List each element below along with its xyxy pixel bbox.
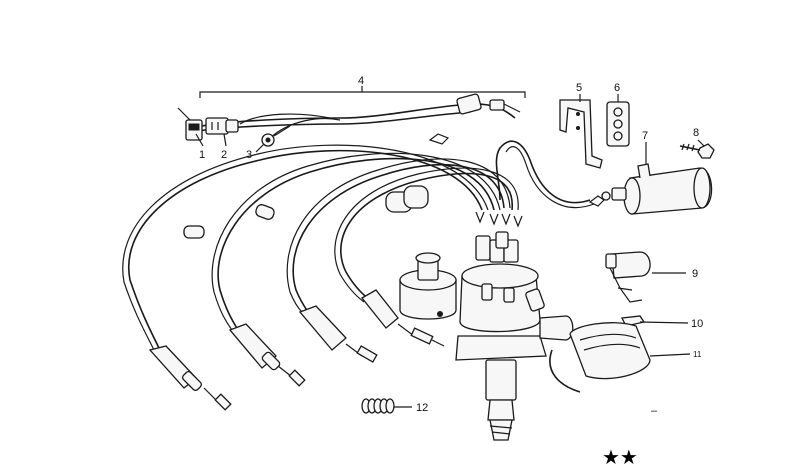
callout-7: 7 xyxy=(642,130,648,142)
callout-6: 6 xyxy=(614,82,620,94)
harness-bracket-line xyxy=(199,86,526,98)
spark-plug-lead-3[interactable] xyxy=(286,158,511,363)
distributor[interactable] xyxy=(455,231,581,441)
footer-stars: ★★ xyxy=(602,445,638,469)
distributor-lead-terminals[interactable] xyxy=(475,211,523,228)
spring-part-12[interactable] xyxy=(361,398,395,414)
connector-part-1[interactable] xyxy=(177,107,203,141)
condenser-part-9[interactable] xyxy=(605,251,651,303)
ring-terminal-part-3[interactable] xyxy=(261,125,291,147)
spark-plug-lead-4[interactable] xyxy=(334,167,519,347)
wiring-harness[interactable] xyxy=(189,93,521,145)
distributor-rotor[interactable] xyxy=(399,252,457,320)
cable-sleeve[interactable] xyxy=(183,185,429,239)
callout-8: 8 xyxy=(693,127,699,139)
bracket-part-5[interactable] xyxy=(559,99,603,169)
callout-9: 9 xyxy=(692,268,698,280)
cable-clip-part-6[interactable] xyxy=(606,101,630,147)
callout-5: 5 xyxy=(576,82,582,94)
connector-part-2[interactable] xyxy=(205,117,239,135)
callout-4: 4 xyxy=(358,75,364,87)
ignition-coil-part-7[interactable] xyxy=(588,163,713,215)
callout-3: 3 xyxy=(246,149,252,161)
coil-lead[interactable] xyxy=(495,140,595,209)
footer-dash: – xyxy=(651,405,658,417)
bolt-part-8[interactable] xyxy=(679,143,715,159)
callout-2: 2 xyxy=(221,149,227,161)
control-unit-part-11[interactable] xyxy=(569,322,651,380)
callout-12: 12 xyxy=(416,402,428,414)
callout-10: 10 xyxy=(691,318,703,330)
leader-lines xyxy=(195,94,705,408)
callout-1: 1 xyxy=(199,149,205,161)
callout-11: 11 xyxy=(693,350,702,359)
